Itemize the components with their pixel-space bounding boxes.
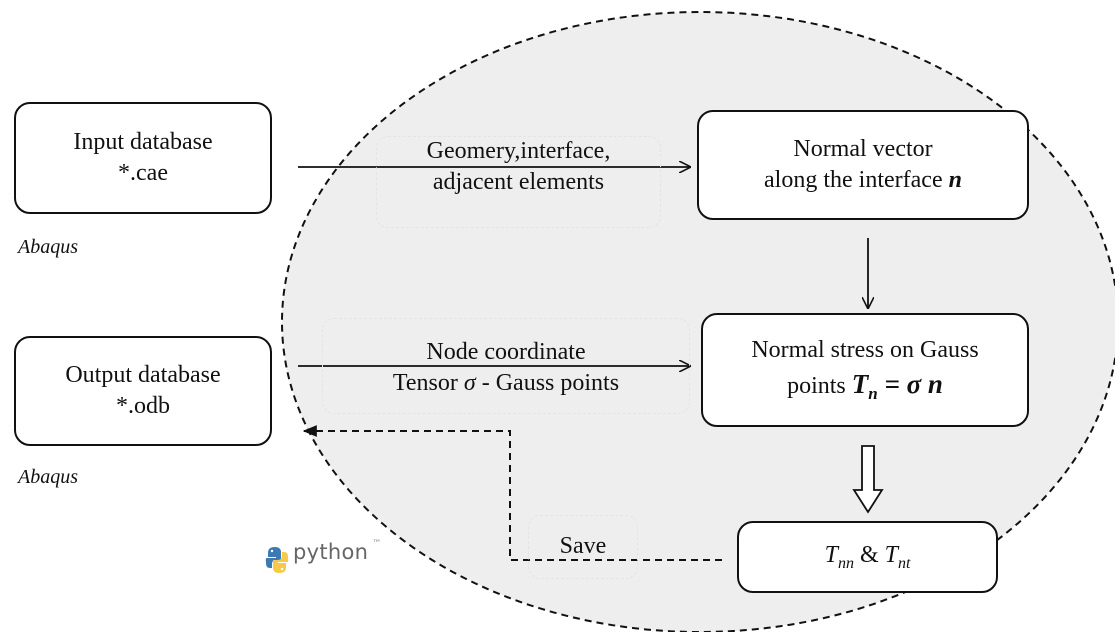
- geometry-label-line2: adjacent elements: [432, 169, 605, 196]
- normal-stress-box: Normal stress on Gauss points Tn = σ n: [701, 313, 1029, 427]
- normal-vector-title: Normal vector: [793, 135, 933, 162]
- normal-stress-title: Normal stress on Gauss: [751, 337, 979, 364]
- geometry-label: Geomery,interface, adjacent elements: [376, 136, 661, 198]
- output-database-title: Output database: [65, 361, 221, 388]
- result-box: Tnn & Tnt: [737, 521, 998, 593]
- node-label-line2: Tensor σ - Gauss points: [392, 370, 620, 397]
- save-dashed-path: [302, 425, 722, 561]
- save-label: Save: [559, 533, 607, 559]
- node-label: Node coordinate Tensor σ - Gauss points: [322, 337, 690, 399]
- normal-stress-formula: points Tn = σ n: [787, 368, 943, 403]
- output-database-ext: *.odb: [116, 393, 170, 419]
- python-logo-text: python: [293, 540, 369, 564]
- input-database-box: Input database *.cae: [14, 102, 272, 214]
- abaqus-caption-top: Abaqus: [18, 236, 78, 258]
- input-database-title: Input database: [73, 128, 213, 155]
- input-database-ext: *.cae: [118, 160, 168, 186]
- dashed-label-frame-geometry: [376, 136, 661, 228]
- dashed-label-frame-node: [322, 318, 690, 414]
- result-formula: Tnn & Tnt: [824, 541, 911, 572]
- normal-vector-subtitle: along the interface n: [764, 167, 962, 193]
- output-database-box: Output database *.odb: [14, 336, 272, 446]
- geometry-label-line1: Geomery,interface,: [426, 138, 611, 164]
- hollow-arrow-stress-to-result: [852, 445, 884, 514]
- normal-vector-symbol: n: [948, 167, 962, 193]
- python-logo-icon: [265, 547, 289, 573]
- node-label-line1: Node coordinate: [426, 339, 586, 365]
- normal-vector-box: Normal vector along the interface n: [697, 110, 1029, 220]
- dashed-label-frame-save: [528, 515, 638, 579]
- abaqus-caption-bottom: Abaqus: [18, 466, 78, 488]
- python-logo-tm: ™: [372, 539, 382, 549]
